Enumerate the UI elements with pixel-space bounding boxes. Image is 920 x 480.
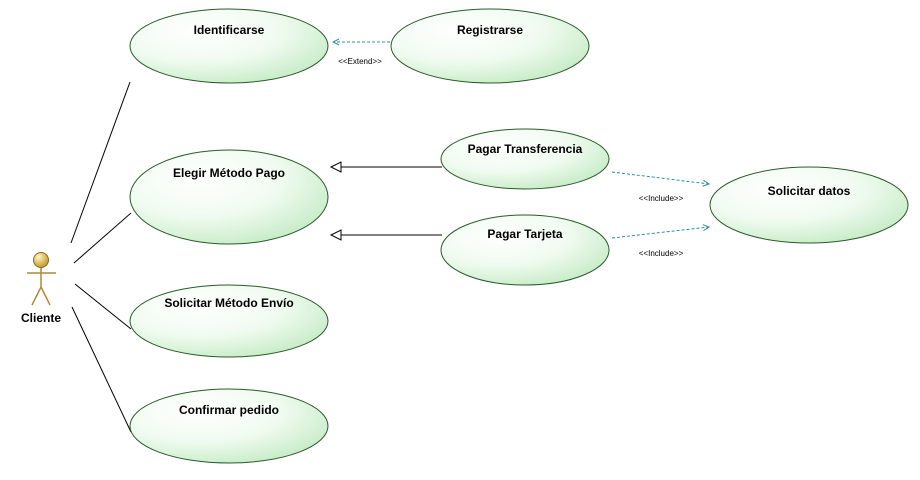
usecase-elegir-metodo-pago[interactable]: Elegir Método Pago bbox=[129, 149, 329, 245]
association-solicitar-metodo-envio bbox=[74, 283, 132, 330]
usecase-solicitar-datos-label: Solicitar datos bbox=[768, 184, 851, 198]
actor-head bbox=[33, 252, 49, 268]
generalization-pagar-transferencia bbox=[329, 161, 442, 173]
usecase-pagar-transferencia-label: Pagar Transferencia bbox=[468, 142, 583, 156]
usecase-identificarse[interactable]: Identificarse bbox=[129, 8, 329, 84]
usecase-pagar-tarjeta[interactable]: Pagar Tarjeta bbox=[440, 214, 610, 286]
usecase-pagar-tarjeta-label: Pagar Tarjeta bbox=[487, 227, 562, 241]
usecase-confirmar-pedido-label: Confirmar pedido bbox=[179, 403, 279, 417]
usecase-identificarse-label: Identificarse bbox=[194, 23, 265, 37]
include-transferencia-arrow bbox=[611, 171, 709, 184]
usecase-solicitar-metodo-envio-label: Solicitar Método Envío bbox=[164, 296, 293, 310]
actor-label: Cliente bbox=[21, 311, 61, 325]
include-tarjeta-label: <<Include>> bbox=[639, 249, 684, 258]
association-elegir-metodo-pago bbox=[73, 212, 132, 264]
actor-right-leg bbox=[40, 286, 51, 306]
usecase-pagar-transferencia[interactable]: Pagar Transferencia bbox=[440, 128, 610, 190]
usecase-registrarse-label: Registrarse bbox=[457, 23, 523, 37]
association-identificarse bbox=[70, 81, 131, 244]
actor-left-leg bbox=[31, 286, 42, 306]
association-confirmar-pedido bbox=[71, 306, 132, 433]
usecase-confirmar-pedido[interactable]: Confirmar pedido bbox=[129, 388, 329, 464]
generalization-pagar-tarjeta bbox=[329, 229, 442, 241]
usecase-solicitar-metodo-envio[interactable]: Solicitar Método Envío bbox=[129, 284, 329, 358]
include-tarjeta-arrow bbox=[611, 227, 709, 239]
usecase-solicitar-datos[interactable]: Solicitar datos bbox=[709, 166, 909, 244]
include-transferencia-label: <<Include>> bbox=[639, 194, 684, 203]
usecase-elegir-metodo-pago-label: Elegir Método Pago bbox=[173, 166, 285, 180]
extend-label: <<Extend>> bbox=[338, 57, 382, 66]
actor-cliente[interactable]: Cliente bbox=[21, 252, 61, 326]
usecase-registrarse[interactable]: Registrarse bbox=[390, 8, 590, 84]
